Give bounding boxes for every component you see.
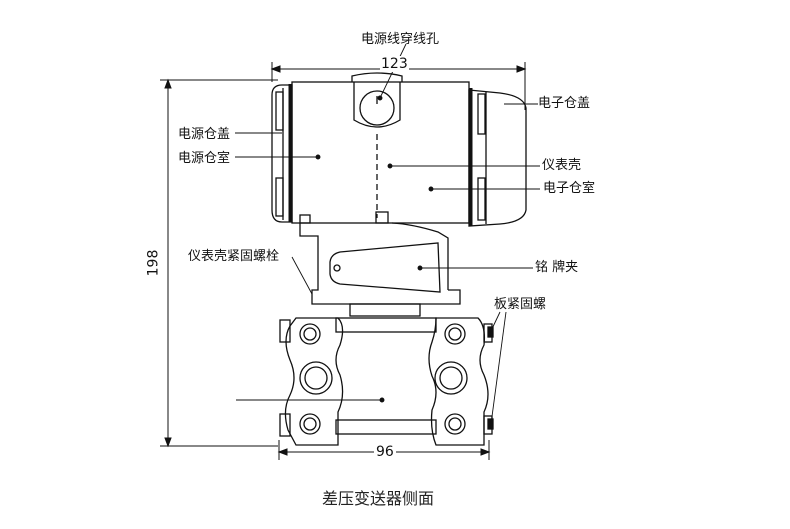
label-power-cable-hole: 电源线穿线孔	[361, 32, 440, 47]
flange-assembly	[279, 317, 494, 446]
dimension-label-96: 96	[374, 444, 396, 460]
figure-caption: 差压变送器侧面	[322, 489, 435, 508]
label-housing-bolt: 仪表壳紧固螺栓	[188, 249, 280, 264]
label-power-chamber: 电源仓室	[178, 151, 231, 166]
dimension-label-123: 123	[380, 56, 409, 72]
label-plate-bolt: 板紧固螺	[494, 297, 547, 312]
label-housing: 仪表壳	[542, 158, 582, 173]
neck	[299, 222, 461, 317]
housing-body	[291, 72, 470, 224]
label-nameplate-clip: 铭 牌夹	[535, 260, 579, 275]
label-electronic-chamber: 电子仓室	[543, 181, 596, 196]
electronic-cover	[468, 88, 527, 227]
power-cover	[271, 84, 293, 223]
dimension-198	[160, 78, 278, 448]
label-electronic-cover: 电子仓盖	[538, 96, 591, 111]
label-power-cover: 电源仓盖	[178, 127, 231, 142]
leader-lines	[235, 43, 540, 425]
dimension-label-198: 198	[145, 249, 162, 277]
